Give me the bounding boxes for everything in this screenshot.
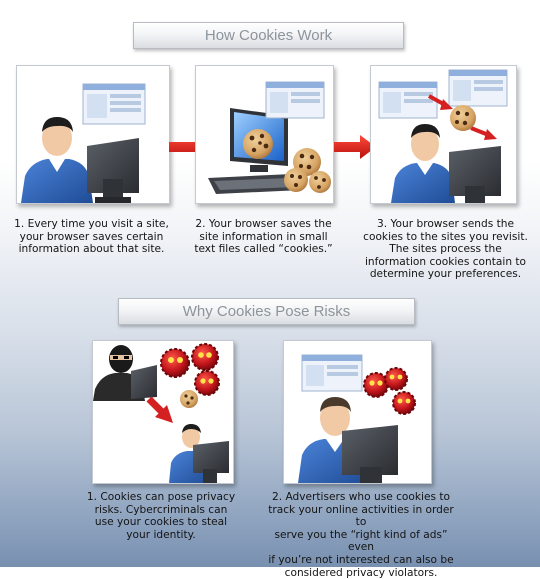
how-step-2-panel: [195, 65, 334, 204]
hacker-icon: [93, 345, 157, 401]
cookie-icon: [284, 168, 308, 192]
user-icon: [21, 117, 93, 203]
section-title-why: Why Cookies Pose Risks: [118, 298, 415, 325]
arrow-icon: [146, 396, 173, 423]
cookie-icon: [180, 390, 198, 408]
browser-window-icon: [448, 69, 508, 107]
section-title-how: How Cookies Work: [133, 22, 404, 49]
risk-2-caption: 2. Advertisers who use cookies to track …: [268, 491, 454, 579]
user-icon: [391, 124, 455, 203]
browser-window-icon: [82, 83, 146, 125]
cookie-icon: [450, 105, 476, 131]
arrow-icon: [428, 94, 497, 140]
how-step-3-panel: [370, 65, 517, 204]
virus-bug-icon: [160, 343, 220, 396]
cookie-icon: [243, 129, 273, 159]
risk-1-panel: [92, 340, 234, 484]
browser-window-icon: [378, 81, 438, 119]
arrow-icon: [334, 135, 376, 159]
risk-2-panel: [283, 340, 432, 484]
how-step-2-caption: 2. Your browser saves the site informati…: [194, 218, 333, 256]
monitor-icon: [193, 441, 229, 483]
how-step-1-caption: 1. Every time you visit a site, your bro…: [14, 218, 169, 256]
how-step-1-panel: [16, 65, 170, 204]
browser-window-icon: [301, 354, 363, 392]
browser-window-icon: [265, 81, 325, 119]
monitor-icon: [87, 138, 139, 203]
cookie-icon: [309, 171, 331, 193]
risk-1-caption: 1. Cookies can pose privacy risks. Cyber…: [86, 491, 236, 541]
monitor-icon: [342, 425, 398, 483]
monitor-icon: [449, 146, 501, 203]
how-step-3-caption: 3. Your browser sends the cookies to the…: [363, 218, 528, 281]
virus-bug-icon: [363, 367, 416, 415]
